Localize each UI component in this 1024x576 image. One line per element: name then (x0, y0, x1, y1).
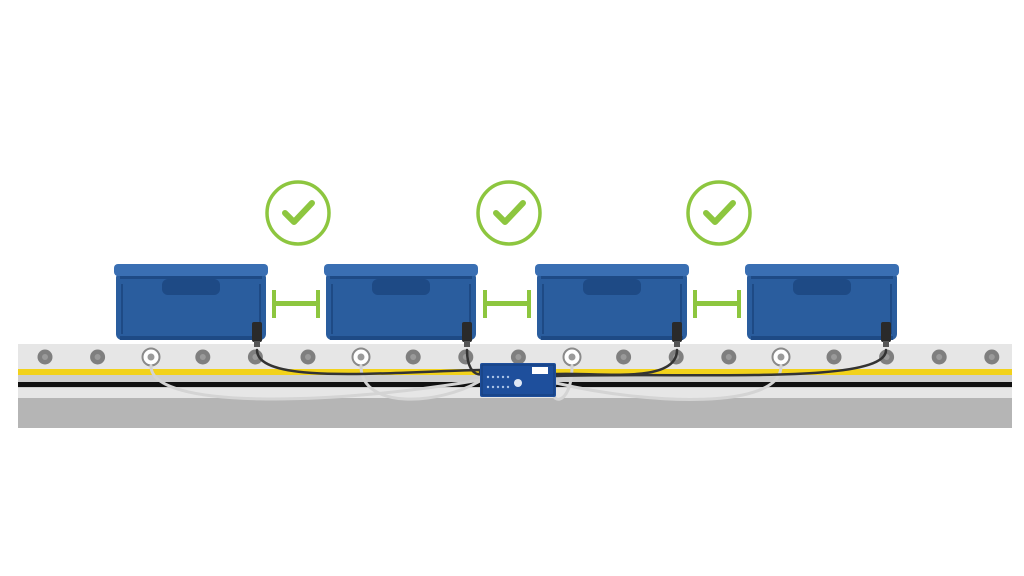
gap-indicator-icon (483, 290, 531, 318)
tote-handle (162, 279, 220, 295)
tote-body (747, 272, 897, 340)
motor-connector-icon (462, 322, 472, 347)
tote-base (751, 336, 893, 340)
controller-border (481, 364, 555, 396)
tote-icon (535, 264, 689, 340)
motor-connector-body (881, 322, 891, 342)
check-mark (703, 200, 736, 225)
check-circle-icon (476, 180, 542, 246)
controller-led (514, 379, 522, 387)
sensor-lens (777, 353, 785, 361)
gap-bar (274, 301, 318, 306)
motor-connector-body (672, 322, 682, 342)
tote-icon (324, 264, 478, 340)
tote-rim-shadow (751, 276, 893, 279)
controller-dot (506, 375, 510, 379)
tote-base (541, 336, 683, 340)
sensor-cable (359, 364, 482, 401)
sensor-cable (554, 364, 783, 401)
roller-hub (936, 354, 943, 360)
motor-cable (255, 348, 482, 376)
gap-indicator-icon (693, 290, 741, 318)
tote-body (537, 272, 687, 340)
roller-hub (988, 354, 995, 360)
motor-connector-body (462, 322, 472, 342)
check-circle-ring (476, 180, 542, 246)
tote-rim (324, 264, 478, 276)
totes (114, 264, 899, 347)
tote-icon (745, 264, 899, 340)
controller-dot (501, 375, 505, 379)
tote-rim-shadow (541, 276, 683, 279)
controller-icon (480, 363, 556, 397)
roller-hub (94, 354, 101, 360)
roller-hub (410, 354, 417, 360)
roller-hub (42, 354, 48, 360)
roller-hub (515, 354, 522, 360)
check-mark (493, 200, 526, 225)
tote-handle (583, 279, 641, 295)
motor-connector-body (252, 322, 262, 342)
sensor-lens (147, 353, 155, 361)
conveyor-base (18, 398, 1012, 428)
controller-dot (486, 375, 490, 379)
tote-handle (372, 279, 430, 295)
motor-connector-icon (672, 322, 682, 347)
gap-bar (485, 301, 529, 306)
controller-dot (486, 385, 490, 389)
tote-body (116, 272, 266, 340)
gap-bar (695, 301, 739, 306)
check-circle-ring (265, 180, 331, 246)
gap-indicator-icon (272, 290, 320, 318)
tote-base (330, 336, 472, 340)
controller-dot (491, 385, 495, 389)
sensor-lens (568, 353, 576, 361)
tote-rim (745, 264, 899, 276)
tote-base (120, 336, 262, 340)
controller-label-plate (532, 367, 548, 374)
tote-handle (793, 279, 851, 295)
tote-rim (535, 264, 689, 276)
tote-rim (114, 264, 268, 276)
motor-cable (554, 348, 888, 378)
controller-dot (496, 385, 500, 389)
motor-connector-plug (254, 341, 260, 347)
tote-body (326, 272, 476, 340)
check-circle-icon (686, 180, 752, 246)
gap-indicators (265, 180, 752, 318)
controller-dot (501, 385, 505, 389)
tote-rim-shadow (120, 276, 262, 279)
motor-connector-plug (674, 341, 680, 347)
roller-hub (620, 354, 627, 360)
roller-hub (831, 354, 837, 360)
motor-connector-plug (464, 341, 470, 347)
check-mark (282, 200, 315, 225)
controller-dot (506, 385, 510, 389)
tote-rim-shadow (330, 276, 472, 279)
cables (149, 348, 888, 401)
controller-dot (491, 375, 495, 379)
roller-hub (199, 354, 206, 360)
motor-connector-plug (883, 341, 889, 347)
motor-connector-icon (252, 322, 262, 347)
controller-dot (496, 375, 500, 379)
controller (480, 363, 556, 397)
roller-hub (725, 354, 732, 360)
motor-connector-icon (881, 322, 891, 347)
sensor-cable (149, 364, 482, 401)
sensor-lens (357, 353, 365, 361)
roller-hub (305, 354, 311, 360)
check-circle-ring (686, 180, 752, 246)
check-circle-icon (265, 180, 331, 246)
tote-icon (114, 264, 268, 340)
